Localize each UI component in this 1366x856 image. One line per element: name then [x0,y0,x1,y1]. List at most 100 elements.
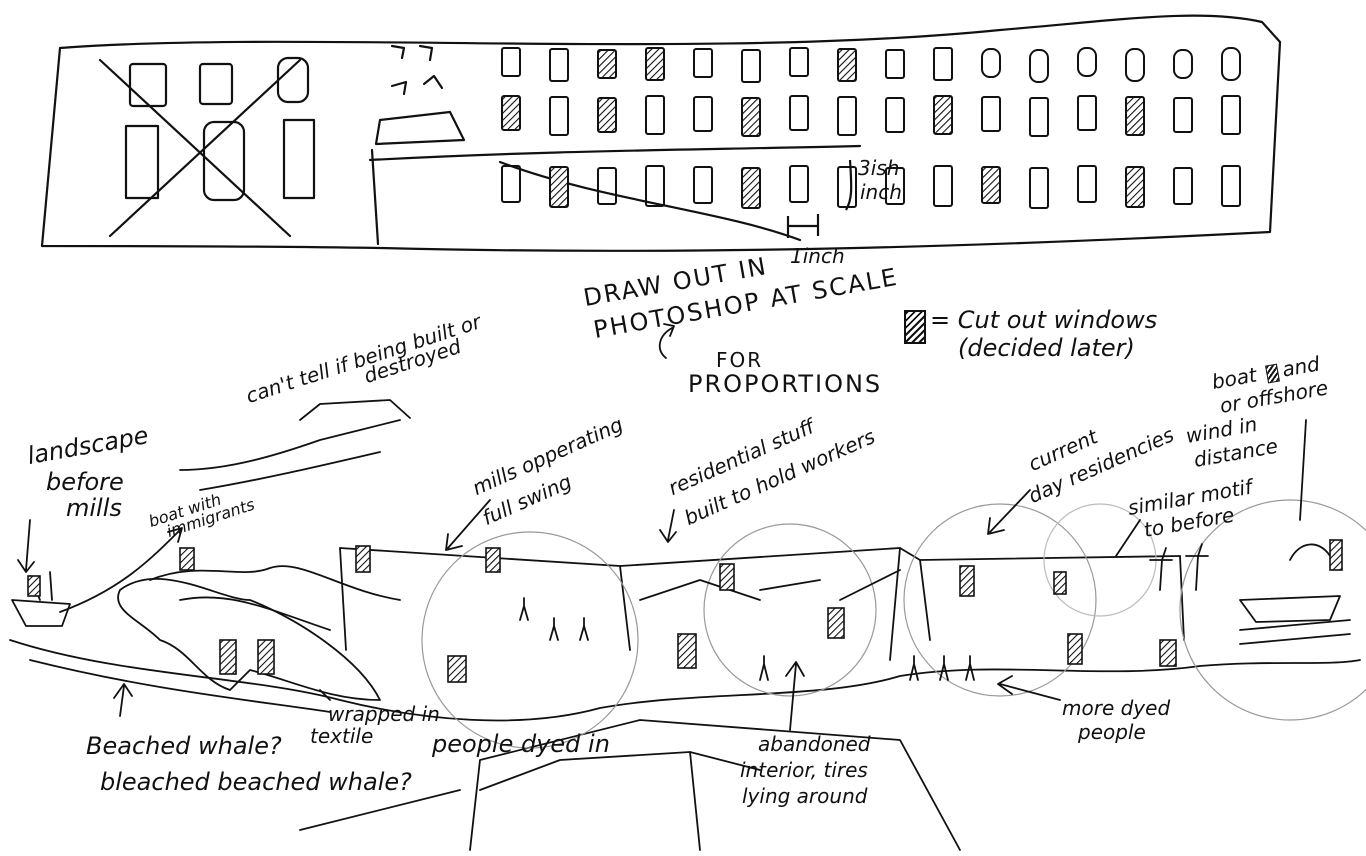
window [1221,47,1241,81]
window [885,97,905,133]
hatched-window [597,49,617,79]
right-boat [1239,595,1341,623]
window [549,48,569,82]
hatched-window-icon-inline [1265,363,1281,383]
window [1173,97,1193,133]
beached-line-1: Beached whale? [86,732,282,760]
instruction-line-4: PROPORTIONS [688,370,883,398]
panorama-sketch [9,323,1366,851]
window [789,165,809,203]
window [981,96,1001,132]
more-dyed-line-2: people [1078,720,1146,744]
window [837,166,857,208]
arrow-residential [659,509,677,543]
landscape-line-3: mills [66,494,122,522]
windmill-1 [1149,547,1173,591]
hatched-window [741,167,761,209]
hatched-window [645,47,665,81]
people-dyed-note: people dyed in [432,730,610,758]
window [597,167,617,205]
hatched-window [933,95,953,135]
window [693,48,713,78]
window [885,49,905,79]
facade-outline [40,14,1282,252]
wrapped-line-1: wrapped in [328,702,440,726]
window [1173,49,1193,79]
height-note-1: 3ish [858,156,900,180]
arrow-landscape [17,519,35,573]
window [741,49,761,83]
legend-line-1: = Cut out windows [930,306,1158,334]
arrow-beached [113,683,133,717]
facade-sketch [40,14,1282,252]
hatched-window [837,48,857,82]
figures [519,597,975,681]
arrow-abandoned [785,661,805,731]
hatched-window [981,166,1001,204]
window [1221,165,1241,207]
window [1029,49,1049,83]
instruction-line-3: FOR [716,348,764,372]
hatched-window [1125,166,1145,208]
window [933,47,953,81]
facade-crossing-line [498,160,802,242]
legend-line-2: (decided later) [958,334,1135,362]
height-note-2: inch [860,180,902,204]
window [789,47,809,77]
hatched-window [1125,96,1145,136]
hatched-window [597,97,617,133]
window [1125,48,1145,82]
arrow-wrapped [319,689,331,701]
arrow-boat [59,527,183,613]
window [933,165,953,207]
abandoned-line-3: lying around [742,784,868,808]
arrow-mills [445,499,491,551]
whale-shape [117,578,381,701]
window [1029,97,1049,137]
width-note: 1inch [790,244,845,268]
small-marks [390,44,444,96]
arrow-more-dyed [997,675,1061,701]
window [645,165,665,207]
arrow-similar [1115,519,1141,557]
window [1221,95,1241,135]
window [693,166,713,204]
landscape-line-2: before [46,468,124,496]
window [981,48,1001,78]
arrow-boat-offshore [1299,419,1307,521]
window [1077,95,1097,131]
hatched-window [501,95,521,131]
window [1029,167,1049,209]
window [789,95,809,131]
panorama-hatched-windows [27,539,1343,683]
ground-line [9,639,1361,722]
facade-roofline [368,144,862,162]
wrapped-line-2: textile [310,724,374,748]
arrow-proportions [658,323,675,359]
window [501,47,521,77]
left-cross-1 [98,58,292,238]
facade-left-section-edge [370,148,380,246]
hatched-window [741,97,761,137]
window [645,95,665,135]
window [549,96,569,136]
window [1077,47,1097,77]
hatched-window-icon [904,310,926,344]
abandoned-line-2: interior, tires [740,758,868,782]
window [501,165,521,203]
window [1173,167,1193,205]
left-door [374,110,466,146]
windmill-2 [1185,543,1209,591]
measurement-marks [786,159,853,238]
window [885,167,905,205]
window [693,96,713,132]
window [837,96,857,136]
left-windows [124,56,316,202]
window [1077,165,1097,203]
beached-line-2: bleached beached whale? [100,768,412,796]
arrow-current [987,489,1031,535]
hatched-window [549,166,569,208]
left-boat [11,599,71,627]
